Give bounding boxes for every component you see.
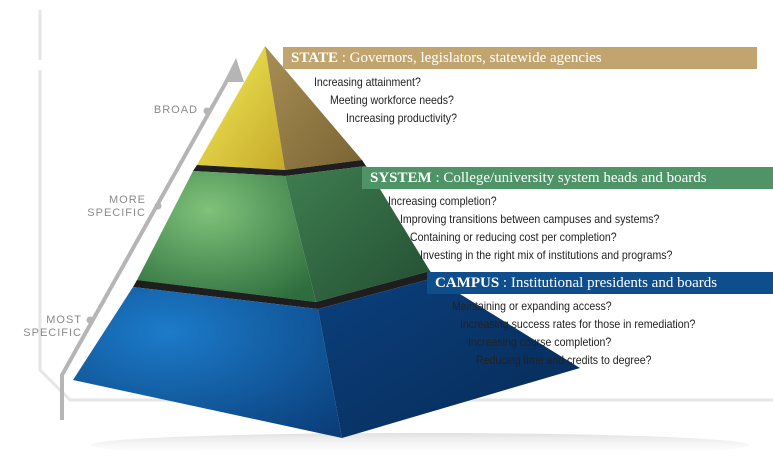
banner-state-name: STATE — [291, 50, 338, 66]
banner-state: STATE : Governors, legislators, statewid… — [283, 47, 757, 69]
question-item: Improving transitions between campuses a… — [400, 212, 660, 226]
question-item: Reducing time and credits to degree? — [476, 353, 652, 367]
banner-system: SYSTEM : College/university system heads… — [362, 167, 773, 189]
tier-state — [197, 46, 362, 170]
axis-label-most-specific-line2: SPECIFIC — [23, 327, 82, 339]
tier-campus — [73, 278, 580, 438]
tier-divider-middle — [133, 271, 434, 309]
banner-system-separator: : — [435, 170, 444, 186]
axis-arrowhead — [224, 58, 244, 82]
banner-state-audience: Governors, legislators, statewide agenci… — [349, 50, 602, 66]
banner-campus-name: CAMPUS — [435, 275, 500, 291]
tier-system-right-face — [285, 166, 430, 302]
banner-campus-separator: : — [502, 275, 511, 291]
pyramid-shadow — [90, 433, 750, 457]
questions-campus: Maintaining or expanding access? Increas… — [452, 297, 727, 369]
tier-system — [137, 166, 430, 302]
question-item: Maintaining or expanding access? — [452, 299, 612, 313]
axis-marker-more-specific — [154, 202, 162, 210]
axis-label-more-specific-line1: MORE — [109, 194, 146, 206]
banner-campus-audience: Institutional presidents and boards — [510, 275, 718, 291]
axis-marker-most-specific — [86, 316, 94, 324]
specificity-axis — [60, 67, 236, 420]
banner-campus: CAMPUS : Institutional presidents and bo… — [427, 272, 773, 294]
axis-label-broad: BROAD — [140, 104, 198, 117]
question-item: Containing or reducing cost per completi… — [410, 230, 617, 244]
axis-label-most-specific-line1: MOST — [46, 314, 82, 326]
question-item: Investing in the right mix of institutio… — [420, 248, 673, 262]
axis-label-more-specific-line2: SPECIFIC — [87, 207, 146, 219]
question-item: Increasing completion? — [388, 194, 497, 208]
tier-campus-left-face — [73, 287, 342, 438]
question-item: Increasing attainment? — [314, 75, 421, 89]
axis-marker-broad — [203, 107, 211, 115]
questions-system: Increasing completion? Improving transit… — [388, 192, 707, 264]
question-item: Increasing success rates for those in re… — [460, 317, 696, 331]
axis-label-broad-text: BROAD — [153, 104, 198, 116]
tier-system-left-face — [137, 171, 316, 302]
question-item: Meeting workforce needs? — [330, 93, 454, 107]
tier-divider-top — [193, 160, 366, 176]
axis-label-most-specific: MOST SPECIFIC — [4, 314, 82, 340]
questions-state: Increasing attainment? Meeting workforce… — [314, 73, 472, 127]
question-item: Increasing course completion? — [468, 335, 612, 349]
banner-state-separator: : — [341, 50, 350, 66]
tier-campus-right-face — [318, 278, 580, 438]
banner-system-name: SYSTEM — [370, 170, 432, 186]
question-item: Increasing productivity? — [346, 111, 457, 125]
axis-label-more-specific: MORE SPECIFIC — [70, 194, 146, 220]
tier-state-right-face — [265, 46, 362, 170]
banner-system-audience: College/university system heads and boar… — [443, 170, 707, 186]
tier-state-left-face — [197, 46, 285, 170]
